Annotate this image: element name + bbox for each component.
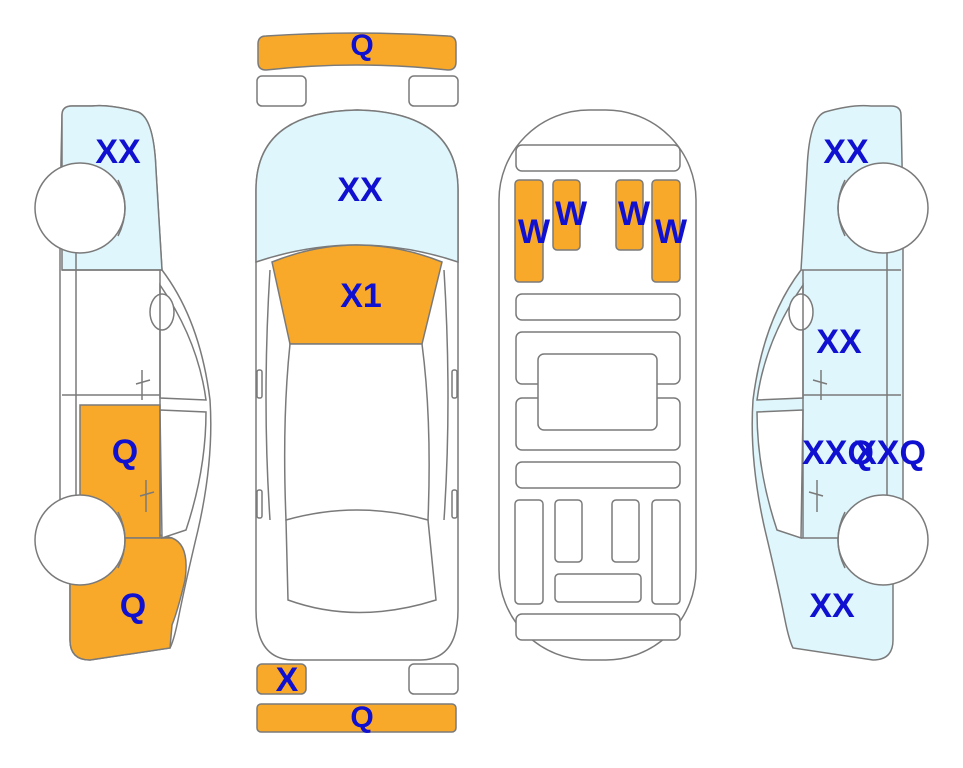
damage-code-label[interactable]: W [554, 195, 588, 233]
damage-code-label[interactable]: XX [809, 587, 855, 625]
damage-code-label[interactable]: Q [350, 29, 374, 62]
top-hood [285, 509, 437, 614]
top-rear-light-left [256, 75, 307, 107]
right-mirror [788, 293, 814, 331]
top-rear-light-right [408, 75, 459, 107]
interior-rear-seat-2 [552, 179, 581, 251]
damage-code-label[interactable]: XX [95, 133, 141, 171]
right-side-view [751, 104, 929, 661]
interior-rear-seat-1 [514, 179, 544, 283]
top-cabin [283, 343, 430, 521]
left-windshield [159, 409, 207, 540]
top-view [255, 32, 459, 733]
damage-code-label[interactable]: W [654, 213, 688, 251]
damage-code-label[interactable]: Q [119, 587, 147, 625]
left-door-handle [135, 370, 155, 512]
left-front-wheel [34, 494, 126, 586]
left-rear-wheel [34, 162, 126, 254]
damage-code-label[interactable]: XX [816, 323, 862, 361]
right-door-handle [808, 370, 828, 512]
damage-code-label[interactable]: Q [350, 701, 374, 734]
damage-code-label[interactable]: Q [111, 433, 139, 471]
damage-code-label[interactable]: XXQ [802, 434, 874, 472]
damage-code-label[interactable]: XX [823, 133, 869, 171]
interior-rear-seat-3 [615, 179, 644, 251]
top-roof-rear [271, 244, 443, 345]
left-mirror [149, 293, 175, 331]
right-front-wheel [837, 494, 929, 586]
damage-code-label[interactable]: W [517, 213, 551, 251]
damage-code-label[interactable]: X [275, 661, 299, 699]
right-rear-wheel [837, 162, 929, 254]
damage-code-label[interactable]: XXQ [854, 434, 926, 472]
damage-code-label[interactable]: X1 [340, 277, 382, 315]
interior-view [498, 109, 697, 661]
top-rear-bumper [257, 32, 457, 71]
left-side-view [34, 104, 212, 661]
damage-code-label[interactable]: W [617, 195, 651, 233]
damage-code-label[interactable]: XX [337, 171, 383, 209]
interior-rear-seat-4 [651, 179, 681, 283]
interior-console [537, 353, 658, 431]
top-front-light-right [408, 663, 459, 695]
right-windshield [756, 409, 804, 540]
top-front-bumper [256, 703, 457, 733]
top-front-light-left [256, 663, 307, 695]
